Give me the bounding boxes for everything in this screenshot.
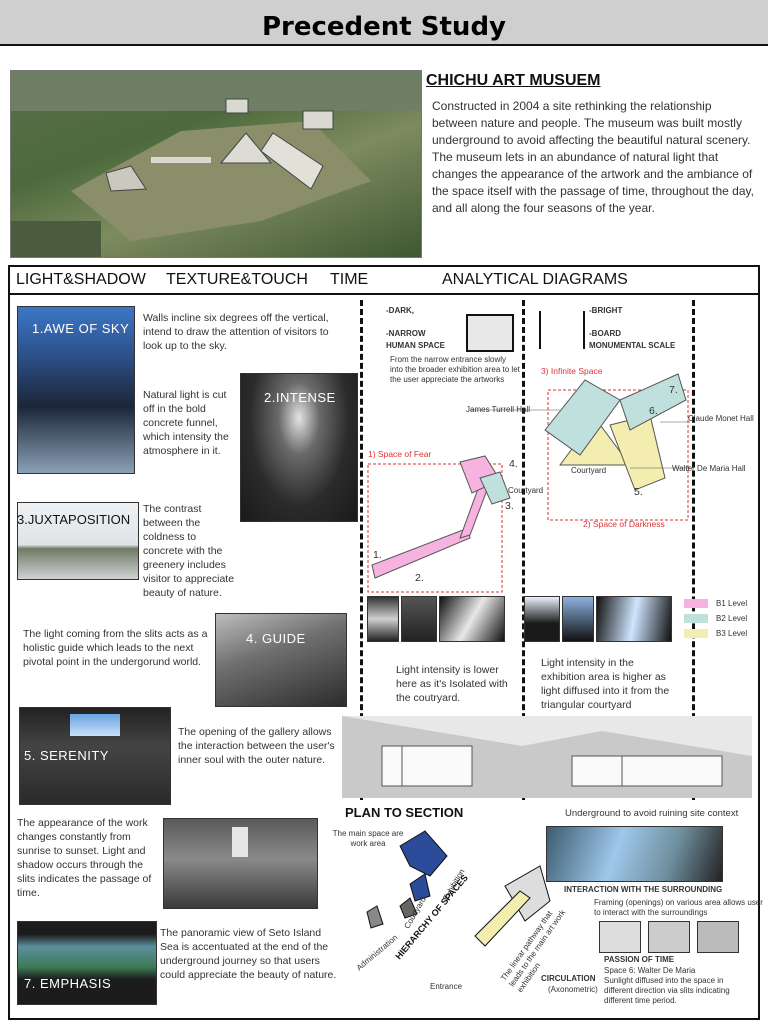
legend-b1: B1 Level [716,599,748,608]
label-monet-hall: Claude Monet Hall [688,414,754,423]
label-turrell-hall: James Turrell Hall [466,405,531,414]
guide-photo [215,613,347,707]
item7-label: 7. EMPHASIS [24,976,112,991]
item2-text: Natural light is cut off in the bold con… [143,389,229,457]
passion-heading: PASSION OF TIME [604,955,675,964]
label-space-of-fear: 1) Space of Fear [368,449,432,459]
item3-text: The contrast between the coldness to con… [143,503,235,599]
sunlight-text: Sunlight diffused into the space in diff… [604,976,730,1005]
tab-bar [10,265,758,295]
item5-label: 5. SERENITY [24,748,109,763]
tab-texture-touch: TEXTURE&TOUCH [166,271,308,288]
main-space-text: The main space are work area [332,829,404,848]
item1-text: Walls incline six degrees off the vertic… [143,312,329,352]
strip-photo-2 [401,596,437,642]
intro-text: Constructed in 2004 a site rethinking th… [432,99,754,215]
plan-diagram [367,373,690,593]
item1-label: 1.AWE OF SKY [32,321,130,336]
broad-space-icon [539,311,585,349]
label-demaria-hall: Walter De Maria Hall [672,464,746,473]
awe-of-sky-photo [17,306,135,474]
interaction-photo [546,826,723,882]
legend-swatch-b3 [684,629,708,638]
node-6: 6. [649,405,658,417]
juxtaposition-photo [17,502,139,580]
plan-heading: PLAN TO SECTION [345,805,464,820]
item5-text: The opening of the gallery allows the in… [178,726,335,766]
analysis-panel [8,265,760,1020]
dashed-divider-mid [522,300,525,800]
label-bright: -BRIGHT [589,306,623,315]
item4-label: 4. GUIDE [246,631,306,646]
hierarchy-diagram [366,830,551,947]
label-monumental: MONUMENTAL SCALE [589,341,676,350]
legend-swatch-b1 [684,599,708,608]
item7-text: The panoramic view of Seto Island Sea is… [160,927,337,981]
intense-photo [240,373,358,522]
label-board: -BOARD [589,329,621,338]
strip-photo-6 [596,596,672,642]
legend-b2: B2 Level [716,614,748,623]
label-infinite-space: 3) Infinite Space [541,366,603,376]
aerial-photo-drawing [11,71,421,257]
passage-time-photo [163,818,318,909]
strip-photo-5 [562,596,594,642]
interaction-heading: INTERACTION WITH THE SURROUNDING [564,885,723,894]
time-photo-3 [697,921,739,953]
dashed-divider-right [692,300,695,800]
item4-text: The light coming from the slits acts as … [23,628,208,668]
node-3: 3. [505,500,514,512]
header-bar [0,0,768,46]
underground-text: Underground to avoid ruining site contex… [565,808,739,819]
label-courtyard-main: Courtyard [571,466,607,475]
strip-photo-3 [439,596,505,642]
legend-b3: B3 Level [716,629,748,638]
skylight [70,714,120,736]
intensity-high-text: Light intensity in the exhibition area i… [541,657,670,711]
section-drawing [342,716,752,798]
label-human-space: HUMAN SPACE [386,341,445,350]
tab-time: TIME [330,271,369,288]
dashed-divider-left [360,300,363,800]
strip-photo-1 [367,596,399,642]
emphasis-photo [17,921,157,1005]
item2-label: 2.INTENSE [264,390,336,405]
intro-heading: CHICHU ART MUSUEM [426,72,601,89]
label-narrow: -NARROW [386,329,426,338]
node-1: 1. [373,549,382,561]
time-photo-1 [599,921,641,953]
node-5: 5. [634,486,643,498]
node-2: 2. [415,572,424,584]
legend-swatch-b2 [684,614,708,623]
label-dark: -DARK, [386,306,414,315]
time-photo-2 [648,921,690,953]
node-4: 4. [509,458,518,470]
space6-text: Space 6: Walter De Maria [604,966,696,975]
narrow-description: From the narrow entrance slowly into the… [390,355,520,384]
circulation-label: CIRCULATION [541,974,596,983]
node-7: 7. [669,384,678,396]
strip-photo-4 [524,596,560,642]
narrow-space-icon [466,314,514,352]
intensity-low-text: Light intensity is lower here as it's Is… [396,664,508,704]
label-space-of-darkness: 2) Space of Darkness [583,519,665,529]
serenity-photo [19,707,171,805]
page-title: Precedent Study [261,12,507,42]
framing-text: Framing (openings) on various area allow… [594,898,763,917]
header-divider [0,44,768,46]
light-slit [232,827,248,857]
label-courtyard-small: Courtyard [508,486,544,495]
tab-analytical-diagrams: ANALYTICAL DIAGRAMS [442,271,628,288]
entrance-label: Entrance [430,982,463,991]
item3-label: 3.JUXTAPOSITION [17,512,131,527]
aerial-photo [10,70,422,258]
item6-text: The appearance of the work changes const… [17,817,152,899]
axonometric-label: (Axonometric) [548,985,598,994]
tab-light-shadow: LIGHT&SHADOW [16,271,146,288]
